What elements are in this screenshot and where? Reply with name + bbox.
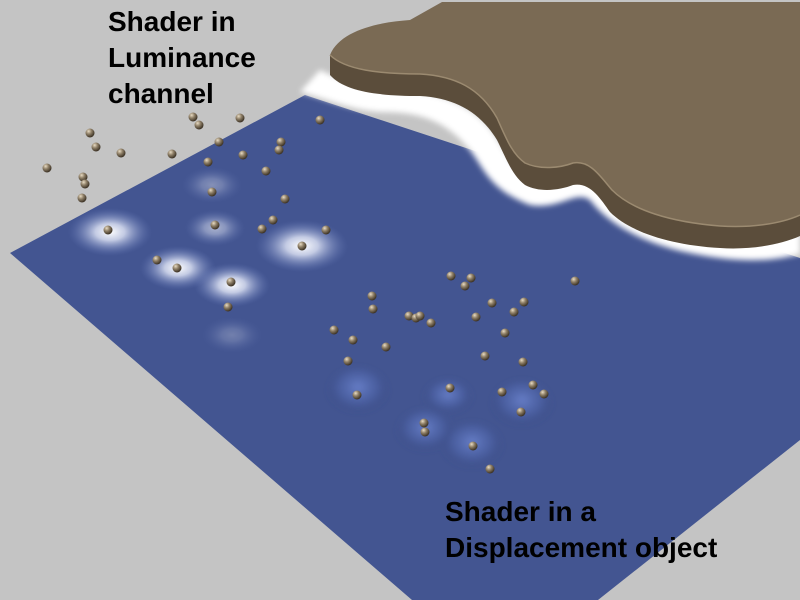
sphere-particle — [167, 149, 177, 159]
sphere-particle — [516, 407, 526, 417]
sphere-particle — [42, 163, 52, 173]
caption-line: Shader in — [108, 6, 236, 37]
sphere-particle — [261, 166, 271, 176]
sphere-particle — [419, 418, 429, 428]
sphere-particle — [207, 187, 217, 197]
sphere-particle — [460, 281, 470, 291]
sphere-particle — [257, 224, 267, 234]
sphere-particle — [415, 311, 425, 321]
sphere-particle — [343, 356, 353, 366]
sphere-particle — [276, 137, 286, 147]
sphere-particle — [297, 241, 307, 251]
sphere-particle — [315, 115, 325, 125]
sphere-particle — [500, 328, 510, 338]
sphere-particle — [381, 342, 391, 352]
sphere-particle — [368, 304, 378, 314]
sphere-particle — [485, 464, 495, 474]
land-side — [330, 55, 800, 249]
sphere-particle — [103, 225, 113, 235]
sphere-particle — [420, 427, 430, 437]
particles — [42, 112, 580, 474]
sphere-particle — [471, 312, 481, 322]
sphere-particle — [214, 137, 224, 147]
sphere-particle — [487, 298, 497, 308]
sphere-particle — [570, 276, 580, 286]
sphere-particle — [519, 297, 529, 307]
sphere-particle — [404, 311, 414, 321]
sphere-particle — [194, 120, 204, 130]
sphere-particle — [446, 271, 456, 281]
sphere-particle — [497, 387, 507, 397]
caption-line: Displacement object — [445, 532, 718, 563]
sphere-particle — [274, 145, 284, 155]
sphere-particle — [321, 225, 331, 235]
sphere-particle — [539, 389, 549, 399]
sphere-particle — [480, 351, 490, 361]
sphere-particle — [77, 193, 87, 203]
caption-line: Shader in a — [445, 496, 596, 527]
sphere-particle — [238, 150, 248, 160]
caption-line: Luminance — [108, 42, 256, 73]
sphere-particle — [468, 441, 478, 451]
sphere-particle — [78, 172, 88, 182]
land-rim-highlight — [329, 54, 800, 228]
sphere-particle — [268, 215, 278, 225]
sphere-particle — [152, 255, 162, 265]
sphere-particle — [509, 307, 519, 317]
sphere-particle — [80, 179, 90, 189]
foam-edge — [300, 70, 800, 261]
sphere-particle — [528, 380, 538, 390]
sphere-particle — [210, 220, 220, 230]
sphere-particle — [518, 357, 528, 367]
sphere-particle — [352, 390, 362, 400]
sphere-particle — [329, 325, 339, 335]
caption-line: channel — [108, 78, 214, 109]
sphere-particle — [85, 128, 95, 138]
sphere-particle — [348, 335, 358, 345]
sphere-particle — [280, 194, 290, 204]
sphere-particle — [226, 277, 236, 287]
sphere-particle — [203, 157, 213, 167]
sphere-particle — [235, 113, 245, 123]
sphere-particle — [367, 291, 377, 301]
sphere-particle — [91, 142, 101, 152]
land-top — [330, 2, 800, 227]
sphere-particle — [172, 263, 182, 273]
sphere-particle — [188, 112, 198, 122]
caption-luminance-shader: Shader in Luminance channel — [108, 4, 256, 112]
sphere-particle — [116, 148, 126, 158]
sphere-particle — [426, 318, 436, 328]
sphere-particle — [223, 302, 233, 312]
sphere-particle — [445, 383, 455, 393]
sphere-particle — [466, 273, 476, 283]
caption-displacement-shader: Shader in a Displacement object — [445, 494, 717, 566]
